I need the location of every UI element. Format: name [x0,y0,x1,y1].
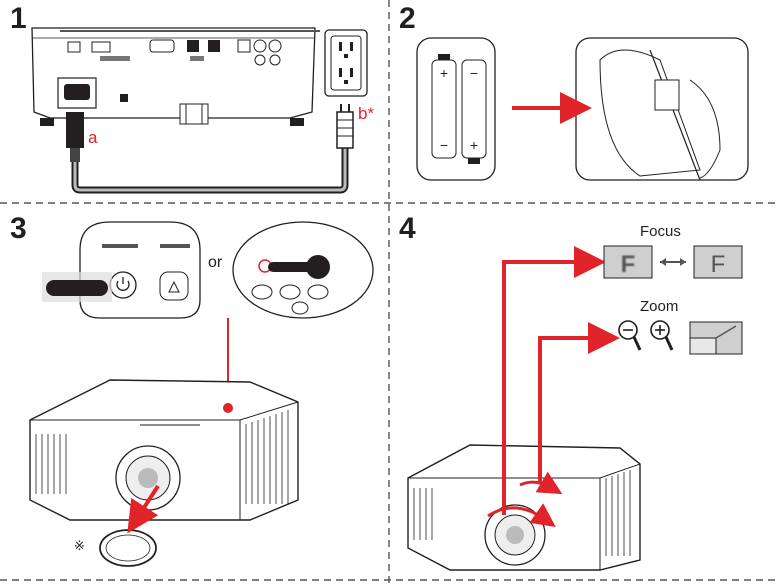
double-arrow-icon [660,258,686,266]
focus-letter-sharp: F [711,251,726,278]
focus-blurry-box [603,245,653,279]
projector-rear-panel [31,27,320,126]
zoom-label: Zoom [640,298,679,315]
or-label: or [208,254,223,271]
focus-letter-blurry: F [621,251,636,278]
battery-box: + − − + [416,37,496,181]
remote-box [575,37,749,181]
zoom-frame-box [689,321,743,355]
step-number-4: 4 [399,212,416,245]
power-cord [66,104,354,194]
zoom-leader [538,322,620,482]
svg-text:−: − [470,65,478,81]
label-b: b* [358,104,375,123]
svg-text:+: + [470,137,478,153]
lens-cap [99,529,157,567]
svg-text:+: + [440,65,448,81]
note-symbol: ※ [74,538,85,553]
keypad-callout [42,221,201,319]
zoom-in-icon [650,320,674,351]
remote-callout [232,221,374,319]
focus-sharp-box [693,245,743,279]
arrow-remove-cap [127,484,160,534]
step-number-2: 2 [399,2,416,35]
label-a: a [88,128,98,147]
hand-icon [46,280,108,296]
power-button-keypad [109,271,137,299]
step-number-1: 1 [10,2,27,35]
projector-body-3 [29,379,299,521]
focus-ring-arrow [487,503,556,527]
svg-text:−: − [440,137,448,153]
zoom-ring-arrow [519,471,563,495]
wall-outlet [324,29,368,97]
step-number-3: 3 [10,212,27,245]
projector-body-4 [407,444,641,571]
focus-label: Focus [640,223,681,240]
zoom-out-icon [618,320,642,351]
focus-leader [502,246,606,515]
